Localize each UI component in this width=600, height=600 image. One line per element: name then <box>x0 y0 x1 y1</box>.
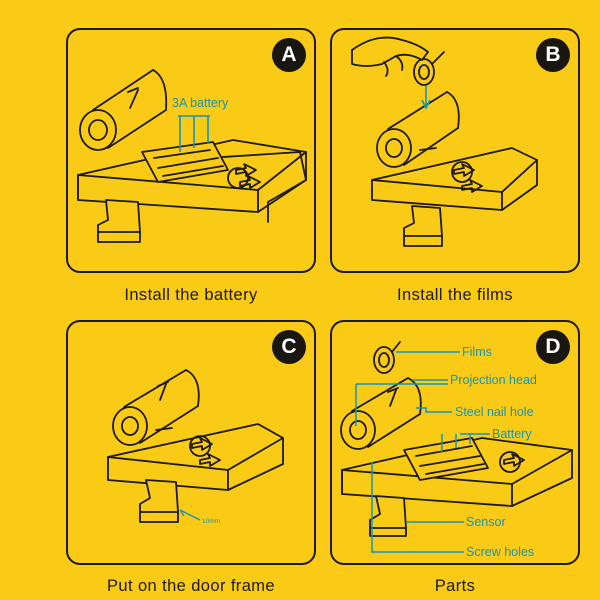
step-badge-d: D <box>536 330 570 364</box>
device-diagram-battery <box>77 69 307 243</box>
film-disc-icon <box>373 346 395 374</box>
panel-parts: Films Projection head Steel nail hole Ba… <box>330 320 580 565</box>
callout-gap-distance: 10mm <box>202 518 221 525</box>
callout-steel-nail-hole: Steel nail hole <box>455 405 534 419</box>
callout-sensor: Sensor <box>466 515 506 529</box>
callout-battery: Battery <box>492 427 532 441</box>
caption-parts: Parts <box>434 577 476 595</box>
panel-door-frame: 10mm C <box>66 320 316 565</box>
device-diagram-parts <box>340 341 573 553</box>
panel-install-battery: 3A battery A <box>66 28 316 273</box>
step-badge-a: A <box>272 38 306 72</box>
step-badge-b: B <box>536 38 570 72</box>
callout-films: Films <box>462 345 492 359</box>
hand-icon <box>351 36 429 67</box>
device-diagram-films <box>351 36 538 247</box>
film-disc-icon <box>413 58 435 86</box>
device-diagram-door-frame <box>107 369 284 523</box>
step-badge-c: C <box>272 330 306 364</box>
panel-install-films: B <box>330 28 580 273</box>
callout-3a-battery: 3A battery <box>172 96 229 110</box>
caption-install-films: Install the films <box>397 286 513 304</box>
caption-door-frame: Put on the door frame <box>107 577 275 595</box>
callout-projection-head: Projection head <box>450 373 537 387</box>
caption-install-battery: Install the battery <box>124 286 258 304</box>
callout-screw-holes: Screw holes <box>466 545 535 559</box>
